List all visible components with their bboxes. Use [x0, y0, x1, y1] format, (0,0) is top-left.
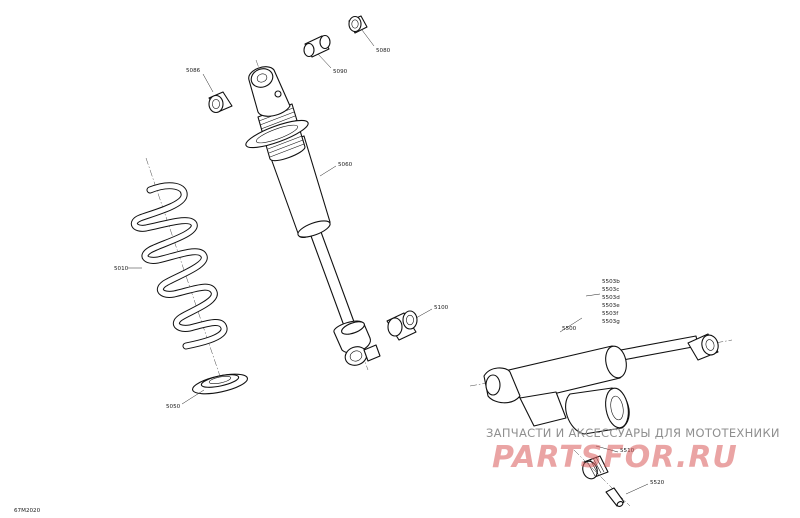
coil-spring-5010 — [128, 157, 228, 389]
adjuster-knob-5510 — [573, 445, 631, 507]
callout-5503d: 5503d — [602, 295, 620, 301]
bushing-5080 — [348, 15, 375, 47]
callout-5100: 5100 — [434, 305, 449, 311]
shock-absorber-5060 — [245, 59, 381, 371]
callout-5503c: 5503c — [602, 287, 619, 293]
callout-5060: 5060 — [338, 162, 353, 168]
callout-5086: 5086 — [186, 68, 201, 74]
drawing-id: 67M2020 — [14, 508, 41, 514]
callout-5500: 5500 — [562, 326, 577, 332]
reservoir-shock-5500 — [469, 317, 733, 435]
knob-ridges — [586, 456, 605, 477]
callout-5510: 5510 — [620, 448, 635, 454]
callout-5010: 5010 — [114, 266, 129, 272]
watermark: ЗАПЧАСТИ И АКСЕССУАРЫ ДЛЯ МОТОТЕХНИКИ PA… — [486, 426, 780, 475]
screw-5520 — [605, 483, 649, 507]
callout-5090: 5090 — [333, 69, 348, 75]
callout-5503g: 5503g — [602, 319, 620, 325]
callout-5503b: 5503b — [602, 279, 620, 285]
callout-stack-5503: 5503b 5503c 5503d 5503e 5503f 5503g — [585, 279, 620, 325]
spacer-5090 — [303, 34, 332, 69]
callout-5520: 5520 — [650, 480, 665, 486]
bushing-5086 — [202, 73, 233, 114]
spring-washer-5050 — [181, 373, 248, 405]
watermark-tagline: ЗАПЧАСТИ И АКСЕССУАРЫ ДЛЯ МОТОТЕХНИКИ — [486, 426, 780, 440]
watermark-logo: PARTSFOR.RU — [492, 440, 738, 475]
callout-5050: 5050 — [166, 404, 181, 410]
callout-5080: 5080 — [376, 48, 391, 54]
bushing-5100 — [386, 308, 433, 341]
callout-5503f: 5503f — [602, 311, 619, 317]
callout-5503e: 5503e — [602, 303, 620, 309]
